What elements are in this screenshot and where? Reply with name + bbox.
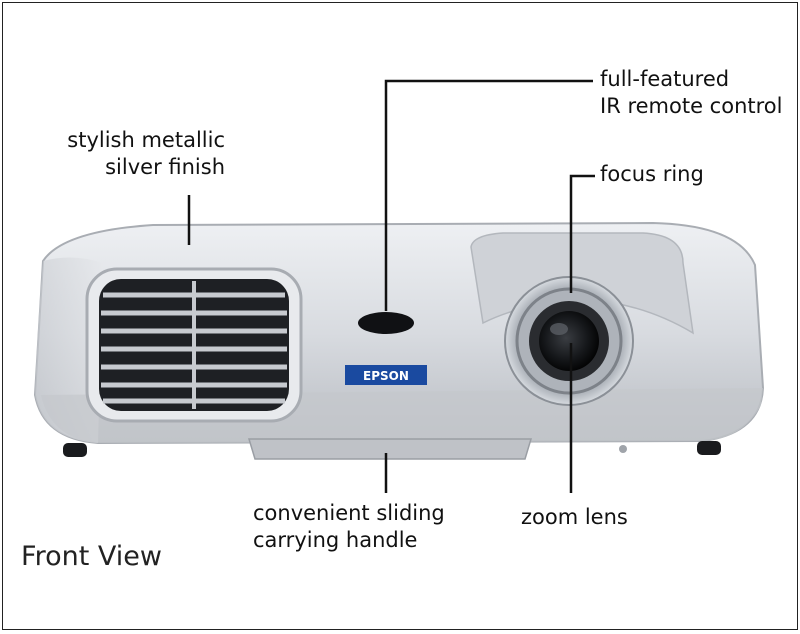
handle-callout-label: convenient sliding carrying handle	[253, 500, 445, 554]
focus-callout-label: focus ring	[600, 161, 704, 188]
left-foot	[63, 443, 87, 457]
remote-callout-label: full-featured IR remote control	[600, 66, 782, 120]
projector-illustration: EPSON	[33, 79, 765, 493]
brand-badge	[345, 365, 427, 385]
finish-callout-label: stylish metallic silver finish	[59, 127, 225, 181]
zoom-callout-line1: zoom lens	[521, 505, 628, 529]
finish-callout-line2: silver finish	[105, 155, 225, 179]
brand-label: EPSON	[363, 369, 409, 383]
vent-slats	[101, 281, 287, 409]
focus-leader-line	[569, 174, 595, 293]
remote-callout-line1: full-featured	[600, 67, 730, 91]
focus-callout-line1: focus ring	[600, 162, 704, 186]
right-foot	[697, 441, 721, 455]
ir-sensor	[358, 312, 414, 334]
handle-callout-line1: convenient sliding	[253, 501, 445, 525]
view-caption: Front View	[21, 541, 162, 572]
handle-callout-line2: carrying handle	[253, 528, 418, 552]
lens-highlight	[550, 323, 568, 335]
carrying-handle	[247, 438, 533, 460]
zoom-callout-label: zoom lens	[521, 504, 628, 531]
rear-foot-small	[619, 445, 627, 453]
zoom-lens	[539, 311, 599, 371]
remote-callout-line2: IR remote control	[600, 94, 783, 118]
finish-callout-line1: stylish metallic	[67, 128, 225, 152]
remote-leader-line	[384, 79, 593, 311]
